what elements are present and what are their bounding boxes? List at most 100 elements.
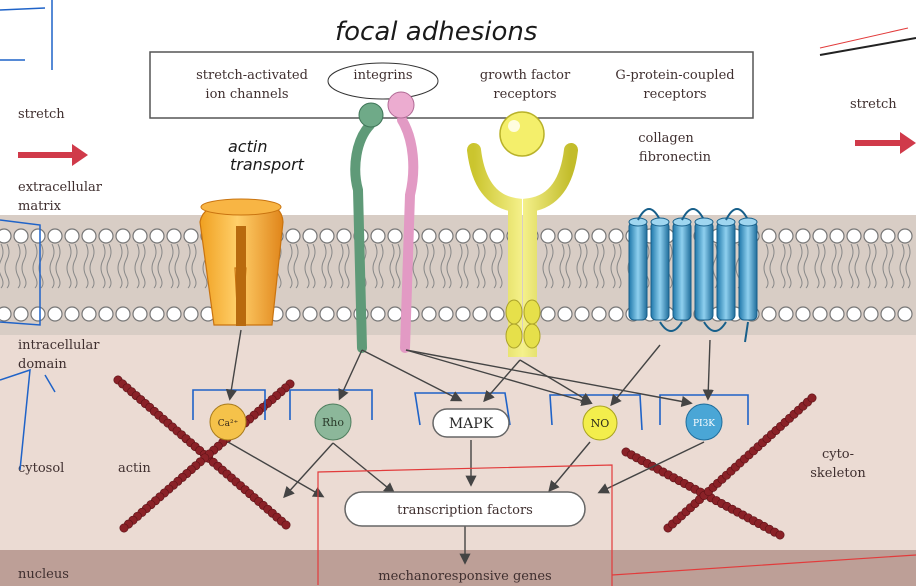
handwritten-actin-note: actin: [228, 137, 267, 156]
lipid-head: [303, 307, 317, 321]
lipid-head: [99, 307, 113, 321]
matrix-label: matrix: [18, 199, 62, 214]
fibronectin-label: fibronectin: [639, 150, 712, 165]
gpcr-helix-top: [695, 218, 713, 226]
receptor-label-gpcr-receptors: receptors: [643, 87, 706, 102]
lipid-head: [82, 307, 96, 321]
lipid-head: [864, 307, 878, 321]
lipid-head: [439, 307, 453, 321]
lipid-head: [31, 229, 45, 243]
lipid-head: [320, 229, 334, 243]
lipid-head: [150, 229, 164, 243]
lipid-head: [779, 229, 793, 243]
signal-no: NO: [583, 406, 617, 440]
lipid-head: [490, 307, 504, 321]
lipid-head: [150, 307, 164, 321]
lipid-head: [14, 229, 28, 243]
lipid-head: [303, 229, 317, 243]
lipid-head: [184, 229, 198, 243]
receptor-label-stretch-activated: stretch-activated: [196, 68, 308, 83]
lipid-head: [796, 229, 810, 243]
lipid-head: [898, 307, 912, 321]
cyto-label: cyto-: [822, 447, 854, 462]
lipid-head: [31, 307, 45, 321]
lipid-head: [456, 307, 470, 321]
lipid-head: [575, 229, 589, 243]
lipid-head: [830, 229, 844, 243]
lipid-head: [422, 229, 436, 243]
collagen-label: collagen: [638, 131, 694, 146]
lipid-head: [847, 229, 861, 243]
gpcr-helix: [651, 222, 669, 320]
gpcr-helix: [717, 222, 735, 320]
lipid-head: [473, 307, 487, 321]
skeleton-label: skeleton: [810, 466, 866, 481]
lipid-head: [14, 307, 28, 321]
lipid-head: [65, 229, 79, 243]
lipid-head: [388, 229, 402, 243]
receptor-label-growth-factor: growth factor: [480, 68, 571, 83]
lipid-head: [881, 229, 895, 243]
lipid-head: [779, 307, 793, 321]
lipid-head: [592, 307, 606, 321]
lipid-head: [796, 307, 810, 321]
lipid-head: [388, 307, 402, 321]
lipid-head: [456, 229, 470, 243]
gpcr-helix-top: [739, 218, 757, 226]
stretch-label-left: stretch: [18, 107, 65, 122]
signal-rho: Rho: [315, 404, 351, 440]
lipid-head: [99, 229, 113, 243]
intracellular-label: intracellular: [18, 338, 100, 353]
lipid-head: [320, 307, 334, 321]
lipid-head: [48, 307, 62, 321]
lipid-head: [116, 229, 130, 243]
lipid-head: [762, 307, 776, 321]
handwritten-transport-note: transport: [230, 155, 305, 174]
lipid-head: [184, 307, 198, 321]
lipid-head: [541, 229, 555, 243]
signal-rho-label: Rho: [322, 416, 344, 429]
signal-ca: Ca²⁺: [210, 404, 246, 440]
lipid-head: [813, 307, 827, 321]
lipid-head: [48, 229, 62, 243]
lipid-head: [541, 307, 555, 321]
signal-ca-label: Ca²⁺: [218, 419, 239, 429]
lipid-head: [133, 307, 147, 321]
gpcr-helix: [673, 222, 691, 320]
actin-bead: [776, 531, 784, 539]
actin-label: actin: [118, 461, 151, 476]
receptor-label-receptors: receptors: [493, 87, 556, 102]
mechanoresponsive-genes-label: mechanoresponsive genes: [378, 569, 551, 584]
lipid-head: [286, 307, 300, 321]
signal-mapk: MAPK: [433, 409, 509, 437]
signal-pi3k-label: PI3K: [693, 419, 715, 429]
ion-channel-icon: [200, 199, 283, 326]
receptor-types-box: [150, 52, 753, 118]
lipid-head: [864, 229, 878, 243]
gpcr-helix-top: [651, 218, 669, 226]
signal-mapk-label: MAPK: [449, 416, 494, 432]
extracellular-label: extracellular: [18, 180, 103, 195]
lipid-head: [609, 307, 623, 321]
lipid-head: [65, 307, 79, 321]
gpcr-helix: [629, 222, 647, 320]
lipid-head: [830, 307, 844, 321]
lipid-head: [0, 307, 11, 321]
cytosol-label: cytosol: [18, 461, 64, 476]
lipid-head: [609, 229, 623, 243]
transcription-factors-label: transcription factors: [397, 503, 533, 518]
lipid-head: [592, 229, 606, 243]
actin-bead: [120, 524, 128, 532]
lipid-head: [116, 307, 130, 321]
handwritten-focal-adhesions: focal adhesions: [335, 17, 537, 47]
lipid-head: [371, 307, 385, 321]
lipid-head: [762, 229, 776, 243]
lipid-head: [422, 307, 436, 321]
gpcr-helix: [739, 222, 757, 320]
lipid-head: [167, 229, 181, 243]
lipid-head: [558, 229, 572, 243]
lipid-head: [490, 229, 504, 243]
signal-pi3k: PI3K: [686, 404, 722, 440]
lipid-head: [167, 307, 181, 321]
